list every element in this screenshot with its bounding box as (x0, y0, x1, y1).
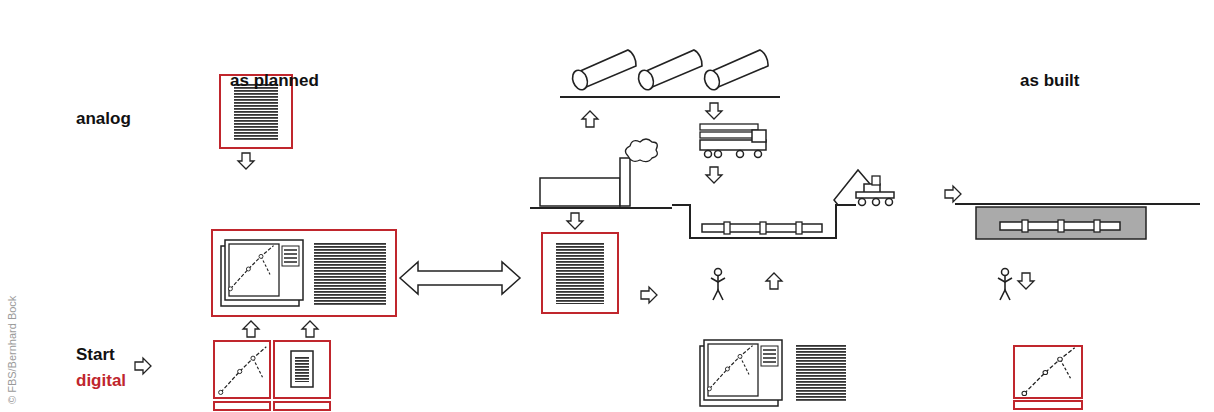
row-label: digital (76, 372, 126, 391)
row-label: Start (76, 346, 115, 365)
row-label: analog (76, 110, 131, 129)
column-heading: as built (1020, 72, 1080, 91)
copyright-watermark: © FBS/Bernhard Bock (6, 296, 18, 404)
column-heading: as planned (230, 72, 319, 91)
